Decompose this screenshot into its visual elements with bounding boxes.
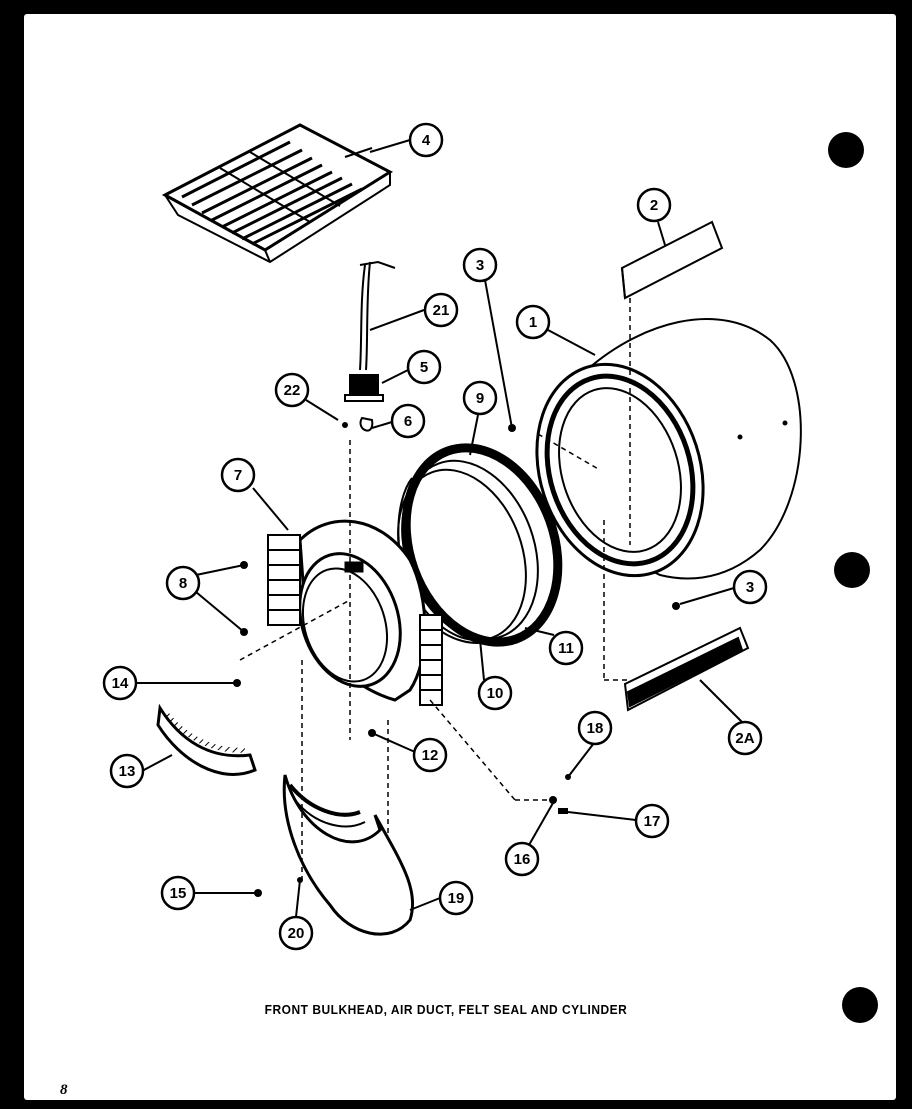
svg-text:2: 2 xyxy=(650,197,658,214)
part-air-duct xyxy=(282,774,415,936)
callout-5: 5 xyxy=(406,349,442,385)
callout-16: 20 xyxy=(278,915,314,951)
svg-text:14: 14 xyxy=(112,675,129,692)
svg-text:22: 22 xyxy=(284,382,301,399)
svg-text:1: 1 xyxy=(529,314,537,331)
callout-17: 15 xyxy=(160,875,196,911)
svg-text:20: 20 xyxy=(288,925,305,942)
svg-text:13: 13 xyxy=(119,763,136,780)
page-number: 8 xyxy=(60,1082,68,1098)
binder-hole-top xyxy=(828,132,864,168)
callout-7: 7 xyxy=(220,457,256,493)
callout-1: 1 xyxy=(515,304,551,340)
svg-text:12: 12 xyxy=(422,747,439,764)
part-baffle-bottom xyxy=(623,626,750,712)
binder-hole-bottom xyxy=(842,987,878,1023)
svg-text:9: 9 xyxy=(476,390,484,407)
callout-15: 19 xyxy=(438,880,474,916)
callout-19: 17 xyxy=(634,803,670,839)
callout-14: 14 xyxy=(102,665,138,701)
svg-text:3: 3 xyxy=(476,257,484,274)
callout-4: 4 xyxy=(408,122,444,158)
binder-hole-middle xyxy=(834,552,870,588)
svg-text:10: 10 xyxy=(487,685,504,702)
callout-11: 11 xyxy=(548,630,584,666)
part-rack xyxy=(161,123,394,264)
callout-3-top: 3 xyxy=(462,247,498,283)
callout-18: 16 xyxy=(504,841,540,877)
svg-text:3: 3 xyxy=(746,579,754,596)
part-lamp-assembly xyxy=(344,260,396,432)
svg-text:6: 6 xyxy=(404,413,412,430)
callout-9: 9 xyxy=(462,380,498,416)
svg-text:17: 17 xyxy=(644,813,661,830)
callout-12: 12 xyxy=(412,737,448,773)
svg-text:7: 7 xyxy=(234,467,242,484)
callout-13: 13 xyxy=(109,753,145,789)
svg-text:8: 8 xyxy=(179,575,187,592)
callout-21: 21 xyxy=(423,292,459,328)
svg-text:21: 21 xyxy=(433,302,450,319)
callout-6: 6 xyxy=(390,403,426,439)
part-baffle-top xyxy=(620,220,724,300)
svg-text:11: 11 xyxy=(558,640,574,657)
svg-text:16: 16 xyxy=(514,851,531,868)
svg-text:19: 19 xyxy=(448,890,465,907)
svg-text:5: 5 xyxy=(420,359,428,376)
callout-20: 18 xyxy=(577,710,613,746)
callout-3-bottom: 3 xyxy=(732,569,768,605)
svg-text:2A: 2A xyxy=(735,730,754,747)
part-front-bulkhead xyxy=(267,519,443,706)
svg-text:18: 18 xyxy=(587,720,604,737)
svg-text:4: 4 xyxy=(422,132,431,149)
callout-22: 22 xyxy=(274,372,310,408)
callout-2A: 2A xyxy=(727,720,763,756)
callouts: 4 2 3 1 21 5 22 6 9 7 3 8 11 10 14 2A 18… xyxy=(102,122,768,951)
callout-8: 8 xyxy=(165,565,201,601)
diagram-caption: FRONT BULKHEAD, AIR DUCT, FELT SEAL AND … xyxy=(264,1002,628,1018)
callout-10: 10 xyxy=(477,675,513,711)
callout-2: 2 xyxy=(636,187,672,223)
svg-text:15: 15 xyxy=(170,885,187,902)
part-lint-trap xyxy=(156,703,257,776)
part-drum-cylinder xyxy=(535,318,802,580)
leader-lines xyxy=(134,139,743,918)
